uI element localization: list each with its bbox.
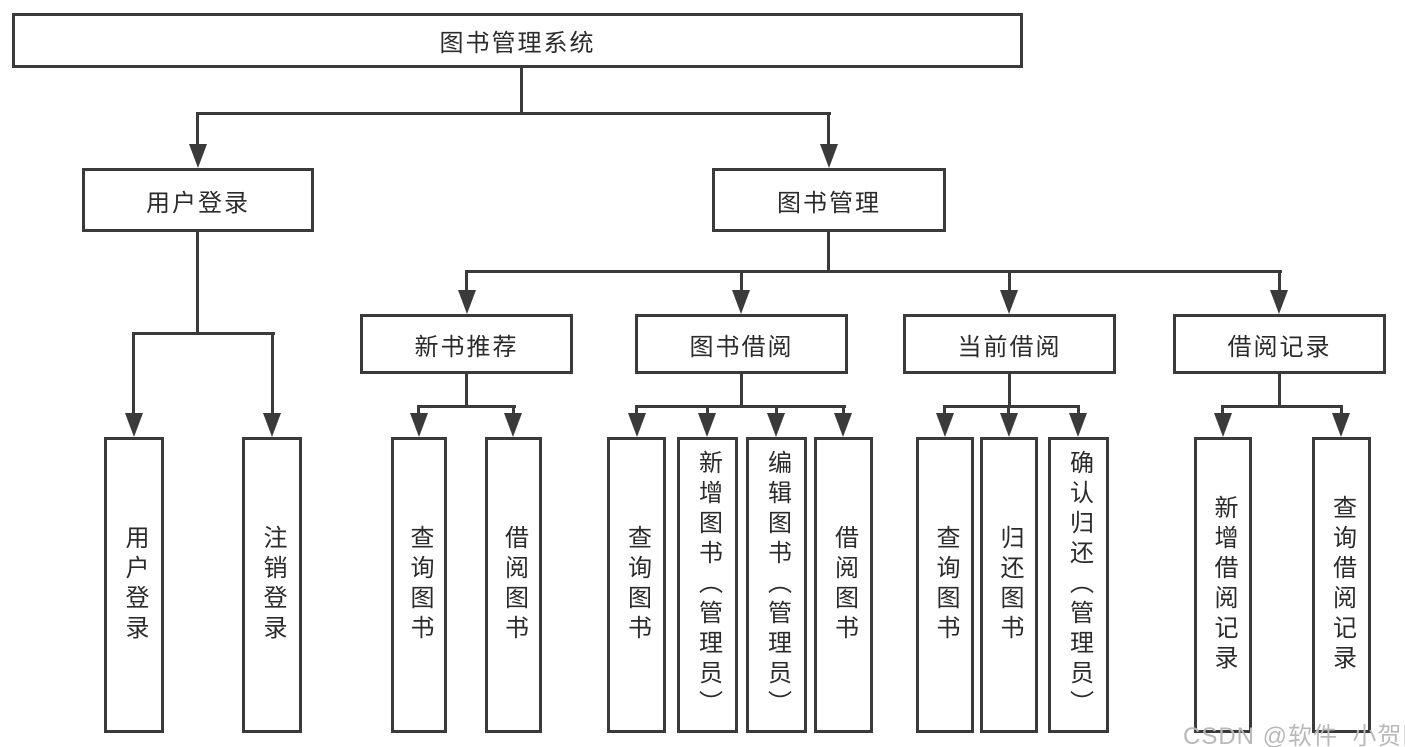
connector-line [706,405,709,417]
connector-line [842,405,845,417]
connector-line [465,270,1282,273]
leaf-recommend-borrow-books-label: 借阅图书 [500,525,528,645]
connector-line [417,405,516,408]
arrow-down-icon [767,413,785,437]
arrow-down-icon [698,413,716,437]
arrow-down-icon [189,144,207,168]
leaf-logout: 注销登录 [242,437,302,733]
node-borrow-record-label: 借阅记录 [1227,333,1332,361]
connector-line [1221,405,1224,417]
connector-line [1278,374,1281,408]
node-root: 图书管理系统 [12,13,1023,68]
arrow-down-icon [1270,290,1288,314]
connector-line [635,405,638,417]
leaf-edit-books-admin-label: 编辑图书（管理员） [763,450,791,720]
node-root-label: 图书管理系统 [439,30,596,57]
node-borrow-record: 借阅记录 [1173,314,1386,374]
arrow-down-icon [936,413,954,437]
connector-line [512,405,515,417]
node-book-management: 图书管理 [712,168,946,232]
leaf-confirm-return-admin-label: 确认归还（管理员） [1065,450,1093,720]
connector-line [196,232,199,335]
leaf-return-books-label: 归还图书 [996,525,1023,645]
leaf-add-books-admin-label: 新增图书（管理员） [694,450,722,720]
connector-line [635,405,846,408]
connector-line [1278,270,1281,293]
arrow-down-icon [263,413,281,437]
leaf-borrow-books-label: 借阅图书 [830,525,858,645]
connector-line [465,270,468,293]
leaf-return-books: 归还图书 [980,437,1038,733]
connector-line [520,68,523,115]
arrow-down-icon [504,413,522,437]
connector-line [827,112,830,146]
leaf-recommend-query-books: 查询图书 [391,437,447,733]
node-new-book-recommend: 新书推荐 [360,314,573,374]
connector-line [1077,405,1080,417]
arrow-down-icon [1000,290,1018,314]
arrow-down-icon [1214,413,1232,437]
leaf-logout-label: 注销登录 [259,525,286,645]
node-book-management-label: 图书管理 [777,189,881,217]
arrow-down-icon [732,290,750,314]
leaf-borrow-query-books-label: 查询图书 [623,525,651,645]
connector-line [740,270,743,293]
arrow-down-icon [820,144,838,168]
leaf-query-borrow-record: 查询借阅记录 [1312,437,1371,733]
connector-line [1340,405,1343,417]
arrow-down-icon [458,290,476,314]
leaf-edit-books-admin: 编辑图书（管理员） [746,437,807,733]
leaf-add-borrow-record: 新增借阅记录 [1194,437,1252,733]
leaf-borrow-books: 借阅图书 [814,437,873,733]
leaf-borrow-query-books: 查询图书 [607,437,666,733]
connector-line [1221,405,1343,408]
connector-line [943,405,946,417]
leaf-recommend-borrow-books: 借阅图书 [485,437,542,733]
connector-line [196,112,831,115]
leaf-user-login: 用户登录 [104,437,164,733]
connector-line [1007,405,1010,417]
leaf-current-query-books: 查询图书 [916,437,974,733]
arrow-down-icon [410,413,428,437]
arrow-down-icon [1069,413,1087,437]
arrow-down-icon [125,413,143,437]
connector-line [271,332,274,416]
connector-line [132,332,135,416]
connector-line [196,112,199,146]
arrow-down-icon [1000,413,1018,437]
leaf-user-login-label: 用户登录 [121,525,148,645]
connector-line [465,374,468,408]
connector-line [740,374,743,408]
leaf-confirm-return-admin: 确认归还（管理员） [1048,437,1109,733]
node-current-borrow-label: 当前借阅 [957,333,1062,361]
leaf-current-query-books-label: 查询图书 [932,525,959,645]
connector-line [943,405,1080,408]
connector-line [417,405,420,417]
connector-line [132,332,275,335]
connector-line [775,405,778,417]
leaf-add-borrow-record-label: 新增借阅记录 [1210,495,1237,675]
leaf-recommend-query-books-label: 查询图书 [406,525,433,645]
node-user-login-label: 用户登录 [146,189,250,217]
node-current-borrow: 当前借阅 [903,314,1116,374]
watermark: CSDN @软件_小贺同学 [1183,723,1405,747]
leaf-add-books-admin: 新增图书（管理员） [677,437,738,733]
connector-line [1008,270,1011,293]
node-book-borrow-label: 图书借阅 [689,333,794,361]
arrow-down-icon [628,413,646,437]
arrow-down-icon [834,413,852,437]
arrow-down-icon [1332,413,1350,437]
connector-line [1008,374,1011,408]
connector-line [827,232,830,273]
node-book-borrow: 图书借阅 [635,314,848,374]
node-new-book-recommend-label: 新书推荐 [414,333,519,361]
node-user-login: 用户登录 [82,168,314,232]
leaf-query-borrow-record-label: 查询借阅记录 [1328,495,1356,675]
